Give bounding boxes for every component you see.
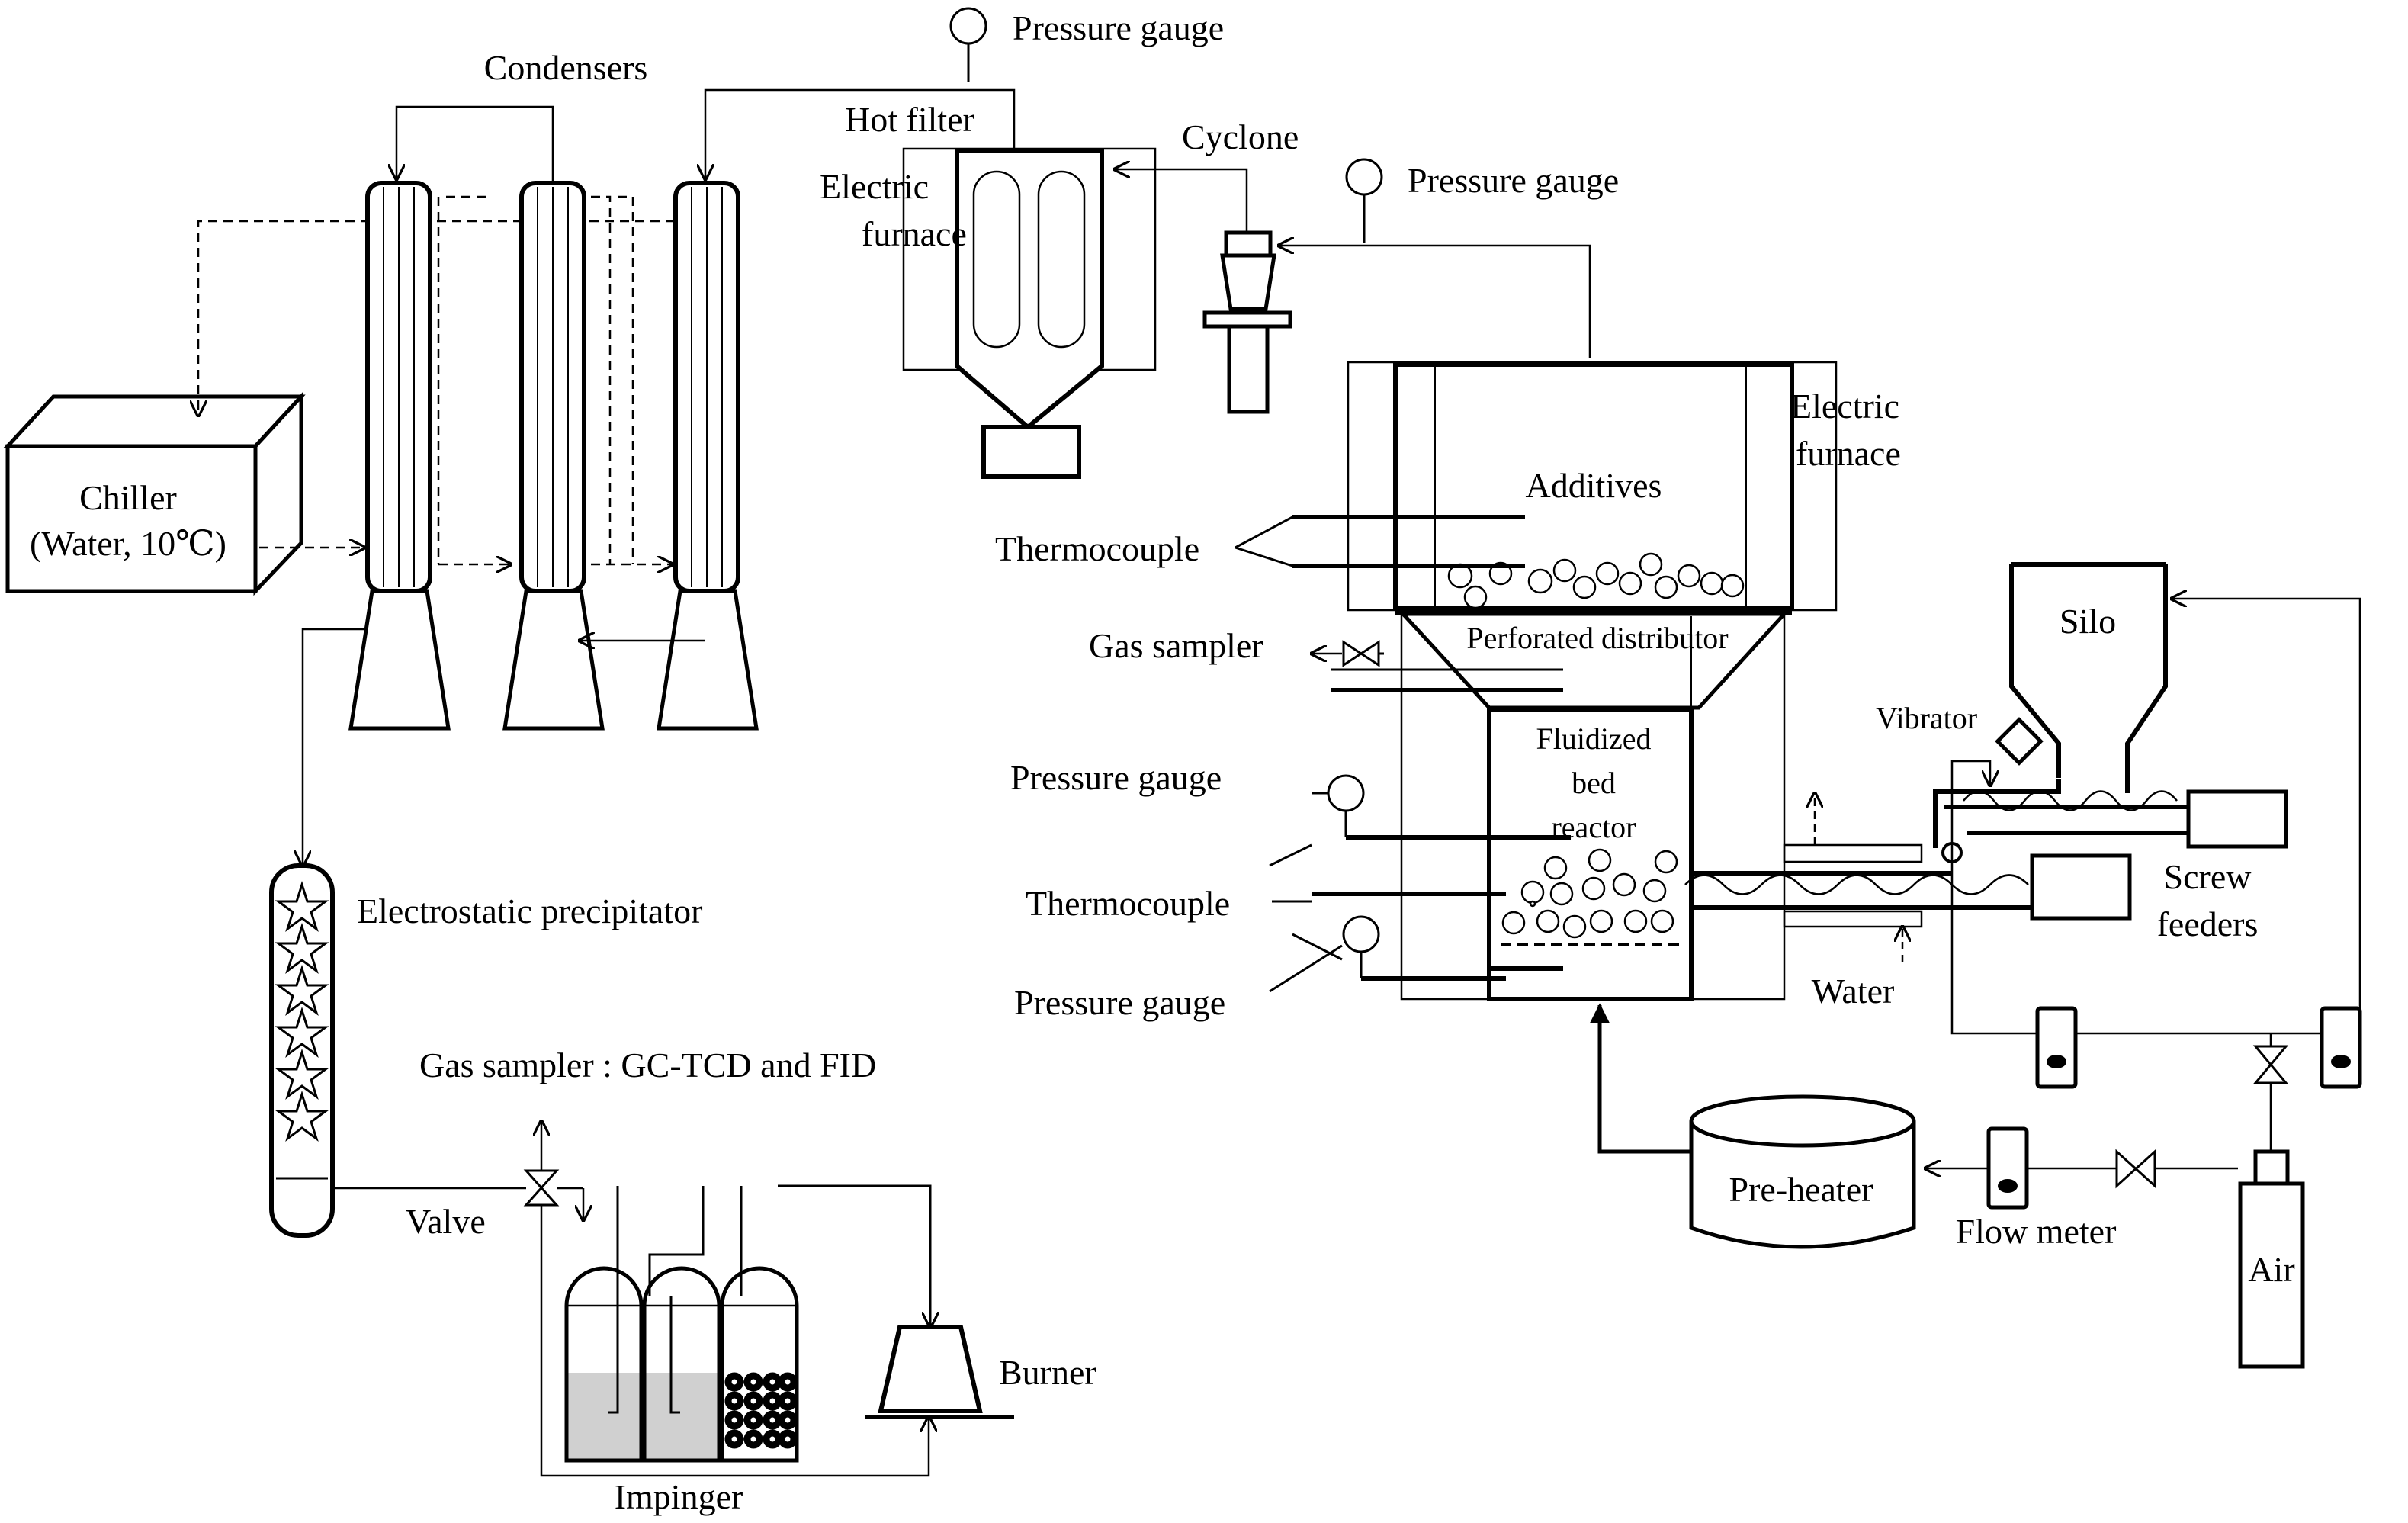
chiller-sublabel: (Water, 10℃): [30, 524, 226, 563]
flow-meter-feeder-1: [2035, 1006, 2078, 1089]
gc-gas-sampler: Gas sampler : GC-TCD and FID Valve: [332, 1046, 929, 1477]
flow-meter-feeder-2: [2320, 1006, 2362, 1089]
screw-feeders: Screw feeders: [1684, 779, 2288, 943]
burner: Burner: [865, 1325, 1096, 1419]
gas-sampler-reactor-label: Gas sampler: [1089, 626, 1263, 665]
pressure-gauge-mid-label: Pressure gauge: [1010, 758, 1222, 797]
electrostatic-precipitator-label: Electrostatic precipitator: [357, 892, 702, 930]
impinger-label: Impinger: [615, 1477, 743, 1516]
reactor-furnace-label-1: Electric: [1790, 387, 1899, 426]
air-valve-vertical-icon: [2252, 1045, 2289, 1084]
hot-filter-label: Hot filter: [845, 100, 974, 139]
perforated-distributor-label: Perforated distributor: [1466, 621, 1728, 655]
gas-sampler-gc-label: Gas sampler : GC-TCD and FID: [419, 1046, 876, 1084]
fluidized-label-1: Fluidized: [1536, 721, 1651, 756]
flow-meter-label: Flow meter: [1956, 1212, 2117, 1251]
thermocouple-upper: Thermocouple: [995, 515, 1525, 568]
impinger: Impinger: [564, 1184, 930, 1516]
flow-meter: Flow meter: [1956, 1126, 2117, 1251]
pre-heater: Pre-heater: [1590, 1003, 1916, 1249]
fluidized-bed-reactor: Fluidized bed reactor: [1487, 707, 1694, 1001]
filter-furnace-label-2: furnace: [862, 214, 967, 253]
pre-heater-label: Pre-heater: [1729, 1170, 1873, 1209]
filter-furnace-label-1: Electric: [820, 167, 929, 206]
perforated-distributor: Perforated distributor: [1395, 608, 1792, 1001]
silo: Silo: [2009, 562, 2168, 793]
condenser-2: [502, 181, 605, 731]
precipitator-star-icons: [275, 881, 329, 1142]
pressure-gauge-low-label: Pressure gauge: [1014, 983, 1225, 1022]
reactor-furnace-label-2: furnace: [1796, 434, 1901, 473]
pressure-gauge-cyclone-label: Pressure gauge: [1408, 161, 1619, 200]
cyclone: Cyclone: [1115, 117, 1591, 414]
reactor-freeboard: Additives Electric furnace: [1347, 361, 1901, 612]
additives-label: Additives: [1526, 466, 1662, 505]
thermocouple-upper-label: Thermocouple: [995, 529, 1199, 568]
vibrator-label: Vibrator: [1876, 701, 1977, 735]
fluidized-label-2: bed: [1572, 766, 1616, 800]
condenser-1: [348, 181, 451, 731]
screw-feeders-label-2: feeders: [2157, 904, 2259, 943]
chiller: Chiller (Water, 10℃): [3, 391, 306, 596]
air-line: [1925, 1149, 2238, 1189]
cyclone-label: Cyclone: [1182, 117, 1299, 156]
water-label: Water: [1812, 972, 1895, 1011]
hot-filter: Hot filter Electric furnace: [820, 100, 1157, 479]
pressure-gauge-low: Pressure gauge: [1014, 915, 1506, 1022]
chiller-label: Chiller: [79, 478, 177, 517]
condenser-gas-lines: [303, 88, 1016, 866]
thermocouple-lower: Thermocouple: [1026, 843, 1506, 923]
silo-label: Silo: [2060, 602, 2116, 641]
pressure-gauge-top-label: Pressure gauge: [1013, 8, 1224, 47]
air-cylinder: Air: [2238, 1149, 2305, 1369]
condenser-3: [657, 181, 759, 731]
pressure-gauge-cyclone: Pressure gauge: [1345, 158, 1619, 243]
water-jacket: Water: [1783, 793, 1923, 1011]
screw-feeders-label-1: Screw: [2164, 857, 2252, 896]
pressure-gauge-mid: Pressure gauge: [1010, 758, 1571, 840]
impinger-tubes: [608, 1184, 930, 1414]
bed-particles: [1501, 848, 1678, 939]
coolant-lines: [198, 195, 675, 564]
vibrator: Vibrator: [1876, 701, 2044, 793]
gas-sampler-reactor: Gas sampler: [1089, 626, 1563, 692]
impinger-packing: [724, 1372, 798, 1449]
air-label: Air: [2248, 1250, 2294, 1289]
thermocouple-lower-label: Thermocouple: [1026, 884, 1230, 923]
condensers-label: Condensers: [484, 48, 648, 87]
electrostatic-precipitator: Electrostatic precipitator: [269, 863, 702, 1238]
pressure-gauge-top: Pressure gauge: [949, 7, 1224, 82]
valve-label: Valve: [406, 1202, 486, 1241]
burner-label: Burner: [999, 1353, 1096, 1392]
